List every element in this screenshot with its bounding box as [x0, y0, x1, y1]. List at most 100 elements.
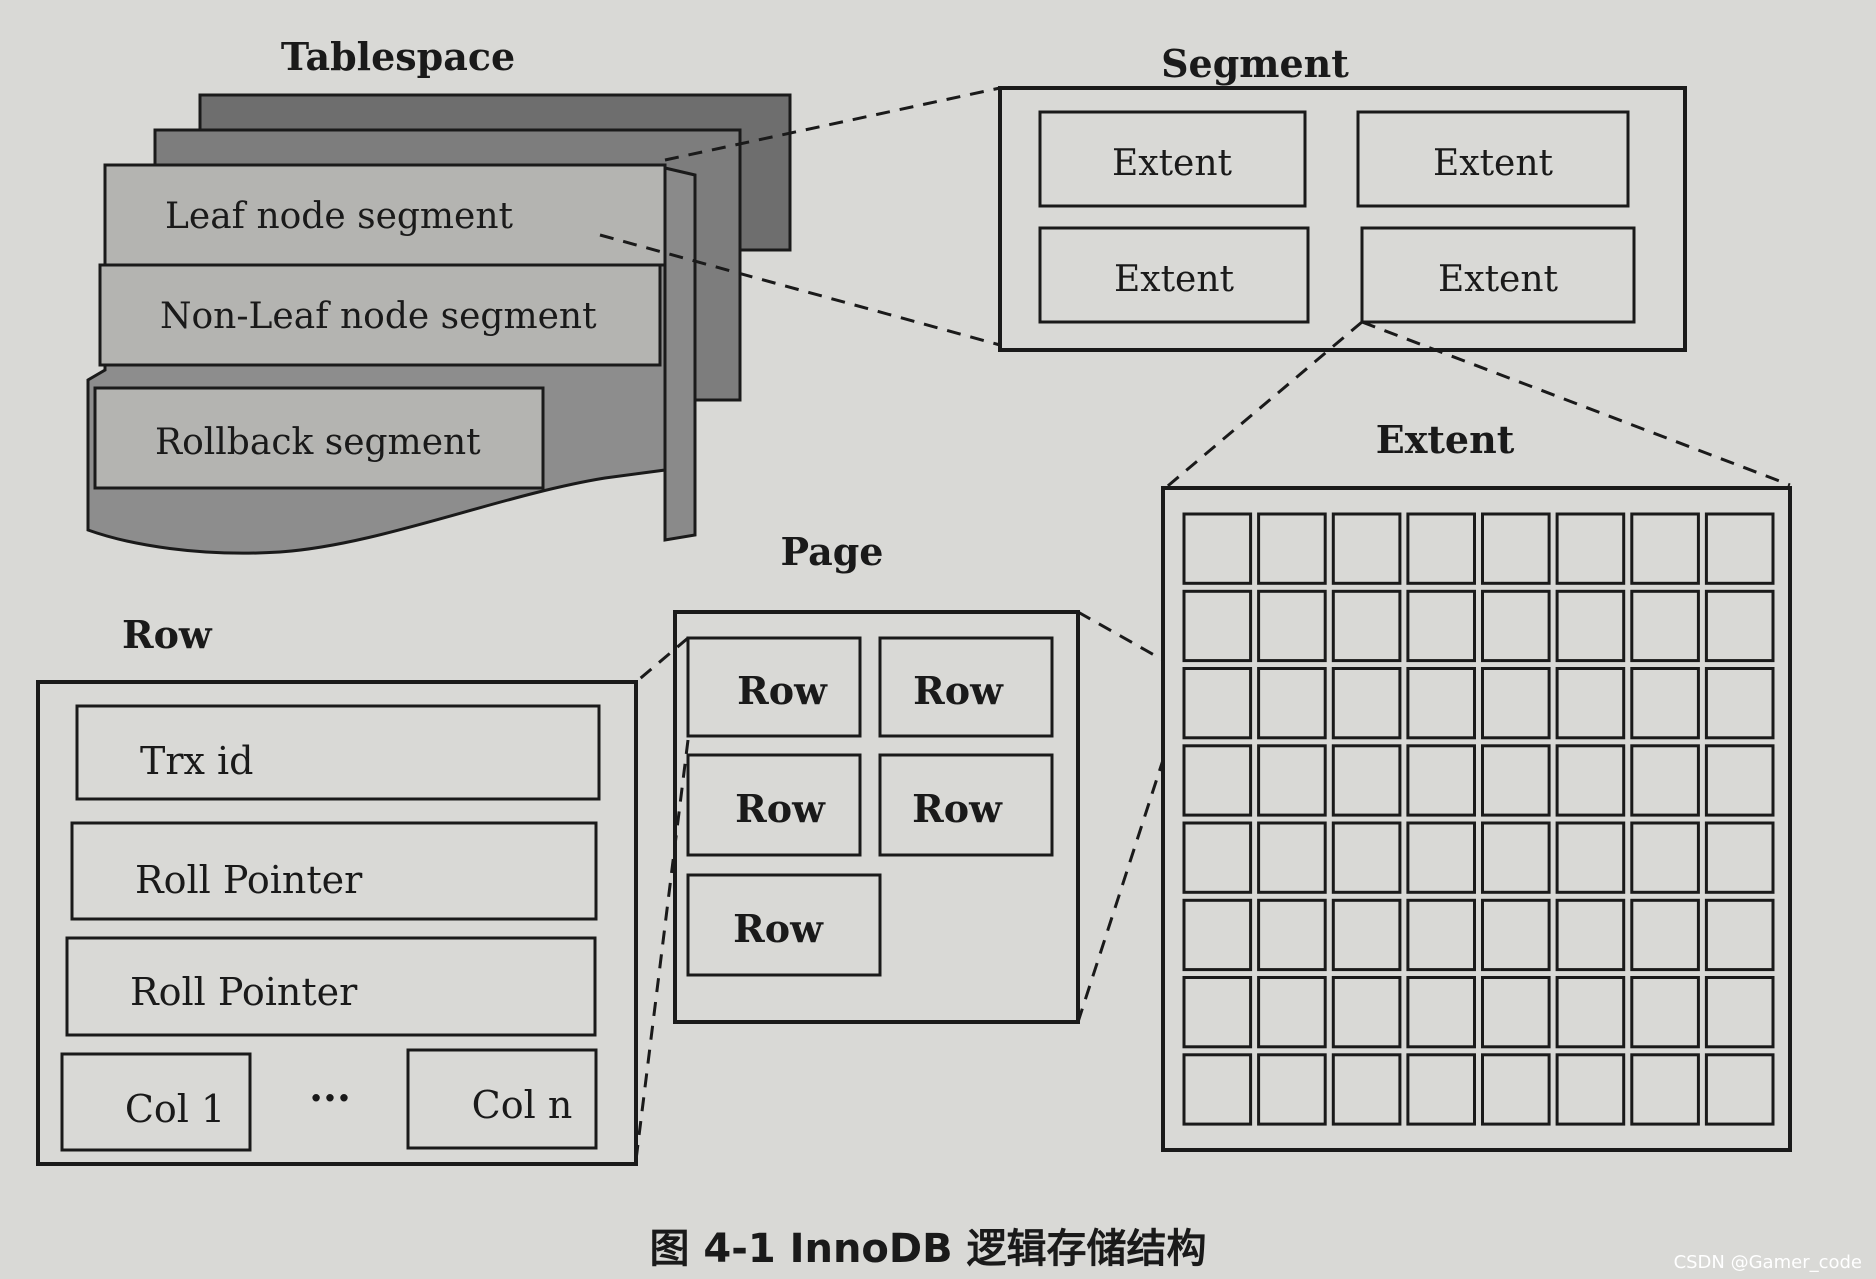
extent-page-cell — [1630, 589, 1700, 663]
extent-page-cell — [1704, 976, 1775, 1049]
extent-page-cell — [1630, 821, 1700, 894]
row-field-roll-pointer-2 — [65, 936, 597, 1037]
extent-page-cell — [1704, 821, 1775, 894]
tablespace-layer-front-right — [663, 166, 697, 542]
segment-extent-4 — [1360, 226, 1636, 324]
extent-page-cell — [1182, 589, 1253, 663]
extent-page-cell — [1406, 512, 1477, 585]
segment-extent-3 — [1038, 226, 1310, 324]
segment-extent-2 — [1356, 110, 1630, 208]
extent-page-cell — [1257, 512, 1327, 585]
connector-page-to-row — [634, 636, 690, 1161]
watermark: CSDN @Gamer_code — [1674, 1252, 1862, 1273]
extent-page-cell — [1182, 512, 1253, 585]
segment-extent-1 — [1038, 110, 1307, 208]
extent-page-cell — [1406, 667, 1477, 740]
extent-page-cell — [1182, 667, 1253, 740]
page-row-1-label: Row — [737, 668, 828, 713]
extent-page-cell — [1481, 1053, 1551, 1126]
segment-extent-1-label: Extent — [1112, 143, 1233, 184]
row-field-trx-id-label: Trx id — [140, 739, 254, 783]
page-row-3-label: Row — [735, 786, 826, 831]
extent-page-cell — [1257, 898, 1327, 972]
row-col-ellipsis: ··· — [309, 1075, 351, 1122]
page-row-5 — [686, 873, 882, 977]
tablespace-group: Tablespace Leaf node segment Non-Leaf no… — [86, 34, 792, 555]
extent-page-cell — [1331, 898, 1402, 972]
extent-page-cell — [1481, 744, 1551, 817]
extent-page-cell — [1182, 744, 1253, 817]
extent-page-cell — [1481, 976, 1551, 1049]
extent-page-cell — [1704, 898, 1775, 972]
extent-page-cell — [1257, 976, 1327, 1049]
extent-page-cell — [1555, 589, 1626, 663]
extent-page-cell — [1331, 1053, 1402, 1126]
extent-page-cell — [1555, 821, 1626, 894]
row-col-1-label: Col 1 — [125, 1087, 225, 1131]
extent-page-cell — [1331, 589, 1402, 663]
extent-page-cell — [1704, 1053, 1775, 1126]
leaf-node-segment-label: Leaf node segment — [165, 196, 514, 237]
extent-page-cell — [1704, 667, 1775, 740]
segment-extent-3-label: Extent — [1114, 259, 1235, 300]
extent-page-cell — [1182, 1053, 1253, 1126]
extent-page-grid — [1182, 512, 1775, 1126]
row-col-n — [406, 1048, 598, 1150]
row-field-trx-id — [75, 704, 601, 801]
page-title: Page — [781, 529, 884, 574]
extent-page-cell — [1704, 512, 1775, 585]
extent-page-cell — [1481, 589, 1551, 663]
extent-page-cell — [1630, 898, 1700, 972]
extent-page-cell — [1257, 1053, 1327, 1126]
extent-page-cell — [1481, 512, 1551, 585]
page-row-2-label: Row — [913, 668, 1004, 713]
page-row-5-label: Row — [733, 906, 824, 951]
extent-page-cell — [1182, 898, 1253, 972]
extent-page-cell — [1406, 821, 1477, 894]
segment-title: Segment — [1161, 41, 1349, 86]
extent-page-cell — [1257, 667, 1327, 740]
non-leaf-node-segment — [98, 263, 662, 367]
extent-page-cell — [1406, 1053, 1477, 1126]
extent-page-cell — [1331, 976, 1402, 1049]
row-box — [36, 680, 638, 1166]
extent-page-cell — [1630, 667, 1700, 740]
row-title: Row — [122, 612, 213, 657]
extent-page-cell — [1630, 512, 1700, 585]
page-box — [673, 610, 1080, 1024]
segment-box — [998, 86, 1687, 352]
page-row-4-label: Row — [912, 786, 1003, 831]
extent-page-cell — [1555, 667, 1626, 740]
extent-page-cell — [1555, 898, 1626, 972]
extent-page-cell — [1182, 821, 1253, 894]
figure-caption: 图 4-1 InnoDB 逻辑存储结构 — [649, 1226, 1206, 1272]
rollback-segment-label: Rollback segment — [155, 422, 481, 463]
extent-page-cell — [1555, 744, 1626, 817]
extent-page-cell — [1704, 589, 1775, 663]
extent-title: Extent — [1376, 417, 1515, 462]
leaf-node-segment — [103, 163, 667, 267]
segment-extent-2-label: Extent — [1433, 143, 1554, 184]
extent-page-cell — [1182, 976, 1253, 1049]
extent-page-cell — [1257, 589, 1327, 663]
extent-page-cell — [1331, 512, 1402, 585]
extent-page-cell — [1704, 744, 1775, 817]
row-col-n-label: Col n — [472, 1083, 573, 1127]
extent-page-cell — [1331, 667, 1402, 740]
page-row-4 — [878, 753, 1054, 857]
segment-group: Segment Extent Extent Extent Extent — [998, 41, 1687, 352]
row-col-1 — [60, 1052, 252, 1152]
non-leaf-node-segment-label: Non-Leaf node segment — [160, 296, 597, 337]
extent-group: Extent — [1161, 417, 1792, 1152]
extent-page-cell — [1257, 744, 1327, 817]
segment-extent-4-label: Extent — [1438, 259, 1559, 300]
extent-page-cell — [1406, 898, 1477, 972]
page-group: Page Row Row Row Row Row — [673, 529, 1080, 1024]
extent-page-cell — [1630, 976, 1700, 1049]
row-group: Row Trx id Roll Pointer Roll Pointer Col… — [36, 612, 638, 1166]
extent-page-cell — [1630, 744, 1700, 817]
extent-page-cell — [1555, 512, 1626, 585]
extent-page-cell — [1257, 821, 1327, 894]
connector-segment-to-extent — [1162, 320, 1791, 492]
extent-page-cell — [1406, 744, 1477, 817]
